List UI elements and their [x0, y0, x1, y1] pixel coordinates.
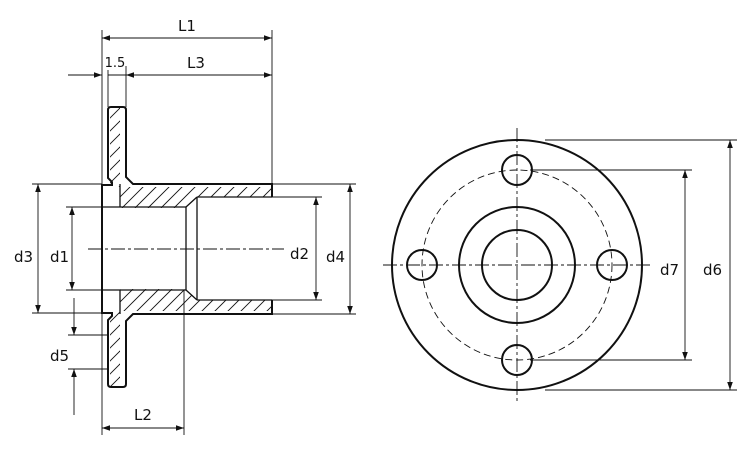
hatch-line: [110, 311, 120, 388]
hatch-line: [158, 107, 238, 187]
hatch-line: [122, 311, 199, 388]
hatch-line: [133, 289, 160, 311]
front-view: [383, 128, 652, 402]
hatch-line: [159, 289, 186, 311]
hatch-line: [135, 311, 212, 388]
dim-L3-label: L3: [187, 54, 205, 72]
hatch-line: [120, 289, 121, 311]
dim-L2-label: L2: [134, 406, 152, 424]
hatch-line: [110, 311, 120, 388]
hatch-line: [186, 187, 212, 208]
hatch-line: [110, 107, 120, 187]
dim-d5-label: d5: [50, 347, 69, 365]
dim-d2-label: d2: [290, 245, 309, 263]
dimensions-section: L1 1.5 L3 d3 d1 d2 d4 d5: [14, 17, 356, 435]
dimensions-front: d7 d6: [530, 139, 737, 391]
hatch-line: [110, 107, 120, 187]
hatch-line: [118, 107, 120, 187]
hatch-line: [148, 311, 225, 388]
hatch-line: [187, 311, 264, 388]
hatch-line: [184, 107, 264, 187]
dim-d7-label: d7: [660, 261, 679, 279]
part-outline-top: [101, 106, 273, 249]
hatch-line: [120, 187, 134, 208]
part-outline-bottom: [101, 249, 273, 388]
dim-d3-label: d3: [14, 248, 33, 266]
hatch-line: [160, 187, 186, 208]
hatch-line: [161, 311, 238, 388]
hatch-line: [263, 289, 272, 311]
hatch-line: [277, 289, 302, 314]
dim-d1-label: d1: [50, 248, 69, 266]
hatch-line: [237, 289, 264, 311]
dim-L1-label: L1: [178, 17, 196, 35]
hatch-line: [121, 187, 147, 208]
hatch-line: [224, 289, 251, 311]
section-hatching: [28, 107, 315, 388]
hatch-line: [146, 289, 173, 311]
hatch-line: [200, 311, 277, 388]
hatch-line: [212, 187, 238, 208]
hatch-line: [172, 289, 199, 311]
dim-gap-label: 1.5: [105, 56, 126, 71]
hatch-line: [110, 107, 120, 187]
hatch-line: [238, 187, 264, 208]
hatch-line: [145, 107, 225, 187]
hatch-line: [199, 187, 225, 208]
section-view: [28, 106, 315, 388]
hatch-line: [120, 187, 121, 208]
hatch-line: [225, 187, 251, 208]
hatch-line: [171, 107, 251, 187]
hatch-line: [197, 107, 277, 187]
hatch-line: [31, 311, 108, 388]
hatch-line: [173, 187, 199, 208]
hatch-line: [132, 107, 212, 187]
dim-d6-label: d6: [703, 261, 722, 279]
hatch-line: [198, 289, 225, 311]
hatch-line: [174, 311, 251, 388]
hatch-line: [278, 184, 302, 208]
hatch-line: [28, 107, 108, 187]
hatch-line: [120, 289, 147, 311]
dim-d4-label: d4: [326, 248, 345, 266]
hatch-line: [147, 187, 173, 208]
hatch-line: [134, 187, 160, 208]
hatch-line: [291, 184, 315, 208]
bore-step-bottom: [185, 289, 198, 301]
hatch-line: [264, 187, 272, 208]
hatch-line: [290, 289, 315, 314]
hatch-line: [110, 107, 120, 187]
bore-step-top: [185, 196, 198, 208]
hatch-line: [211, 289, 238, 311]
